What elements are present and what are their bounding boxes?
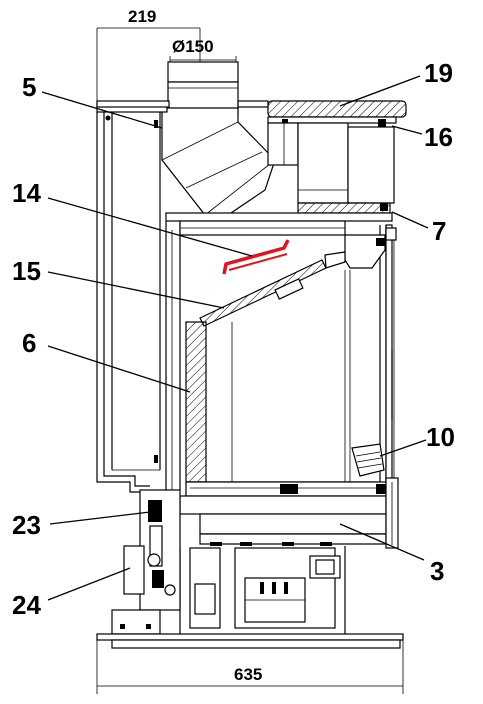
grate-ashpan [179,477,399,549]
callout-14-label: 14 [12,178,41,208]
air-inlet-assembly [111,489,181,635]
callout-24: 24 [12,567,131,620]
callout-10: 10 [379,422,455,457]
callout-6: 6 [22,328,191,393]
door-handle [351,443,385,477]
dimension-top-width: 219 [96,7,201,108]
dimension-top-width-label: 219 [128,7,156,26]
dimension-base-width-label: 635 [234,665,262,684]
baffle-plate [199,234,386,327]
callout-23-label: 23 [12,510,41,540]
callout-6-label: 6 [22,328,36,358]
flue-outlet [161,61,276,216]
callout-19-label: 19 [424,58,453,88]
callout-24-label: 24 [12,590,41,620]
callout-7: 7 [391,211,446,246]
callout-16-label: 16 [424,122,453,152]
floor-plate [96,633,404,649]
outer-rear-casing [96,103,168,493]
callout-5-label: 5 [22,72,36,102]
callout-10-label: 10 [426,422,455,452]
callout-16: 16 [391,122,453,152]
upper-convection-chamber [267,122,395,204]
callout-14: 14 [12,178,253,257]
callout-7-label: 7 [432,216,446,246]
top-plate [96,100,407,127]
dimension-flue-diameter-label: Ø150 [172,37,214,56]
callout-23: 23 [12,510,151,540]
callout-3: 3 [339,523,444,586]
callout-5: 5 [22,72,163,129]
callout-19: 19 [339,58,453,107]
dimension-base-width: 635 [96,640,404,694]
callout-15: 15 [12,256,225,309]
highlighted-air-tube [222,239,290,275]
callout-3-label: 3 [430,556,444,586]
pedestal-base [179,546,346,640]
callout-15-label: 15 [12,256,41,286]
